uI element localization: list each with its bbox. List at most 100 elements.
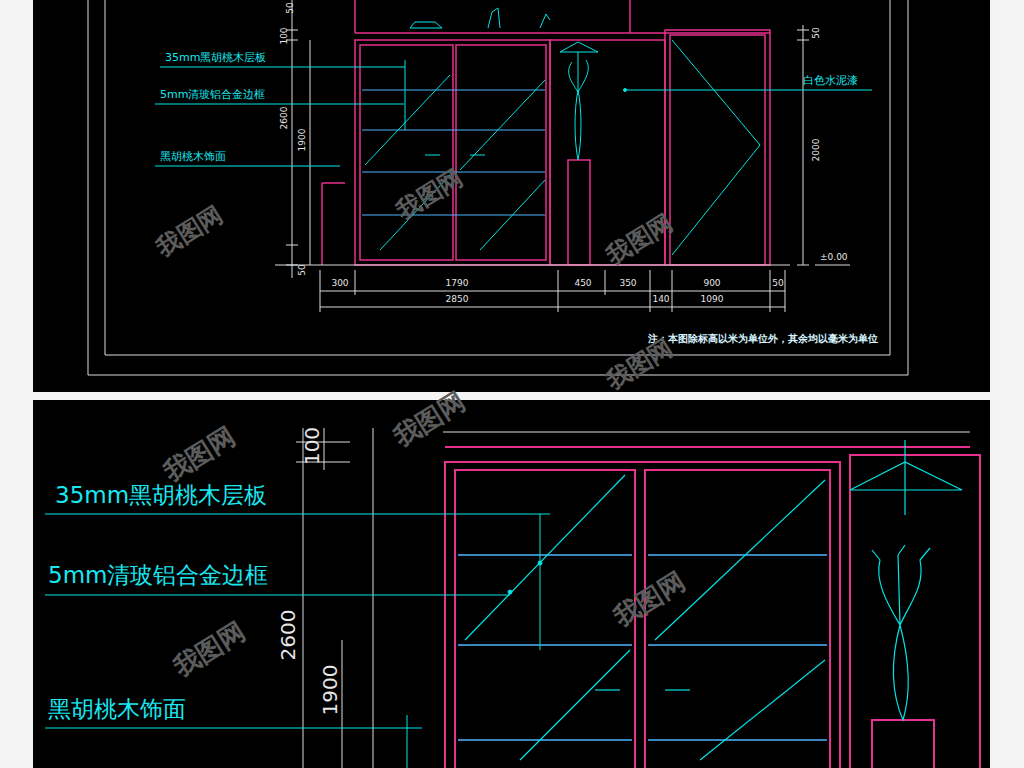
shelf-lines-bottom	[458, 555, 827, 740]
drawing-circle	[538, 561, 542, 565]
dimension: 2600	[279, 107, 289, 130]
drawing-line	[45, 728, 422, 729]
drawing-path	[410, 22, 442, 28]
drawing-line	[286, 245, 298, 246]
dimension: 1900	[297, 129, 307, 152]
drawing-rect	[568, 160, 590, 265]
drawing-line	[595, 689, 620, 690]
drawing-path	[894, 625, 909, 720]
drawing-line	[458, 644, 632, 646]
dimension: 900	[703, 278, 720, 288]
dimension: 1790	[446, 278, 469, 288]
material-label: 5mm清玻铝合金边框	[160, 89, 265, 102]
drawing-line	[365, 75, 450, 165]
drawing-line	[303, 428, 304, 768]
drawing-line	[797, 30, 809, 31]
drawing-rect	[872, 720, 934, 768]
drawing-line	[520, 650, 630, 760]
drawing-path	[569, 60, 589, 92]
drawing-rect	[33, 0, 990, 392]
drawing-line	[480, 180, 545, 250]
drawing-line	[320, 291, 785, 292]
drawing-line	[405, 60, 406, 130]
drawing-line	[650, 270, 651, 312]
drawing-line	[373, 428, 374, 768]
material-label: 白色水泥漆	[803, 75, 858, 88]
drawing-polyline	[629, 0, 631, 33]
drawing-path	[560, 42, 598, 52]
dimension: 1090	[701, 294, 724, 304]
drawing-line	[648, 739, 827, 741]
dimension: 300	[331, 278, 348, 288]
material-label: 黑胡桃木饰面	[160, 151, 226, 164]
dimension-lines-top	[275, 0, 850, 312]
dimension: 140	[652, 294, 669, 304]
drawing-line	[785, 270, 786, 312]
drawing-line	[700, 660, 825, 760]
elevation-mark: ±0.00	[820, 252, 848, 262]
drawing-line	[470, 155, 485, 156]
drawing-rect	[665, 30, 770, 265]
drawing-rect	[360, 45, 453, 260]
dimension: 50	[285, 2, 295, 13]
drawing-line	[815, 265, 850, 266]
material-label: 35mm黑胡桃木层板	[165, 52, 266, 65]
drawing-circle	[624, 89, 627, 92]
drawing-line	[665, 689, 690, 690]
drawing-line	[155, 166, 340, 167]
drawing-line	[443, 432, 970, 433]
drawing-line	[160, 67, 405, 68]
leader-lines-top	[155, 60, 872, 166]
drawing-line	[320, 270, 321, 312]
drawing-rect	[355, 40, 550, 265]
drawing-line	[286, 265, 298, 266]
drawing-line	[797, 40, 809, 41]
drawing-circle	[508, 590, 512, 594]
drawing-line	[803, 25, 804, 265]
drawing-line	[324, 428, 325, 470]
drawing-line	[362, 90, 545, 91]
drawing-note: 注：本图除标高以米为单位外，其余均以毫米为单位	[648, 333, 878, 345]
dimension: 100	[279, 27, 289, 44]
drawing-line	[275, 265, 790, 266]
dimension-lines-bottom	[296, 428, 970, 768]
drawing-rect	[670, 35, 765, 265]
drawing-line	[558, 270, 559, 312]
drawing-line	[458, 554, 632, 556]
leader-lines-bottom	[45, 514, 550, 768]
dimension: 1900	[319, 665, 342, 716]
drawing-polyline	[354, 0, 356, 33]
material-label: 35mm黑胡桃木层板	[55, 482, 267, 508]
drawing-polyline	[672, 40, 760, 255]
drawing-rect	[645, 470, 830, 768]
drawing-line	[322, 182, 345, 184]
dimension: 50	[772, 278, 783, 288]
dimension: 50	[297, 264, 307, 275]
drawing-polyline	[105, 0, 890, 355]
drawing-line	[445, 446, 970, 448]
material-label: 黑胡桃木饰面	[48, 696, 186, 722]
dimension: 2600	[277, 610, 300, 661]
material-label: 5mm清玻铝合金边框	[48, 562, 268, 588]
drawing-line	[578, 52, 579, 60]
dimension: 2000	[811, 139, 821, 162]
drawing-line	[355, 32, 770, 34]
dimension: 100	[301, 427, 324, 465]
drawing-line	[648, 554, 827, 556]
drawing-line	[770, 270, 771, 312]
drawing-line	[904, 440, 905, 515]
drawing-line	[625, 90, 872, 91]
drawing-line	[310, 40, 311, 265]
drawing-line	[648, 644, 827, 646]
cabinet-bottom	[445, 447, 980, 768]
drawing-line	[540, 514, 541, 650]
glass-hatch-top	[365, 8, 760, 255]
drawing-line	[45, 514, 550, 515]
drawing-line	[460, 80, 545, 170]
drawing-line	[655, 480, 825, 640]
drawing-line	[425, 155, 440, 156]
drawing-rect	[850, 455, 980, 768]
drawing-line	[465, 475, 625, 640]
drawing-line	[320, 307, 785, 308]
